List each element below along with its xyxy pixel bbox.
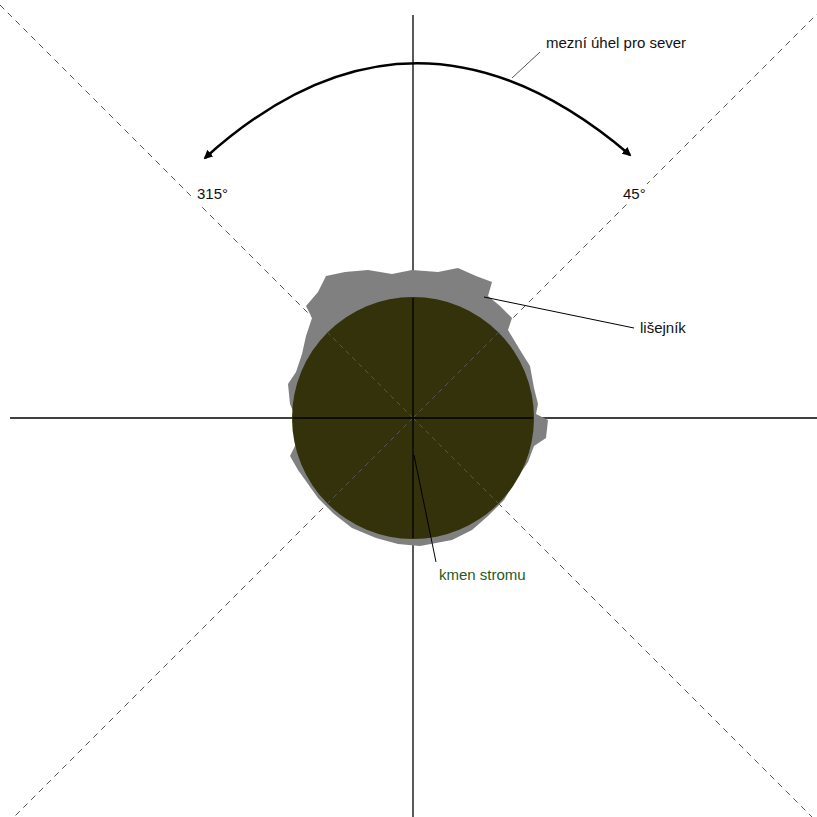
angle-value: 315° <box>194 184 231 204</box>
lichen-patch <box>288 268 548 546</box>
angle-caption: mezní úhel pro sever <box>543 33 689 53</box>
north-angle-arc <box>205 63 630 158</box>
limit-line-over-trunk <box>413 331 500 418</box>
leader-line <box>512 52 540 78</box>
east-west-axis <box>10 417 817 418</box>
angle-value: 45° <box>620 184 649 204</box>
axis-over-trunk <box>293 417 533 418</box>
leader-line <box>484 297 634 328</box>
part-label: lišejník <box>637 318 689 338</box>
limit-line-over-trunk <box>326 418 413 505</box>
limit-line-over-trunk <box>413 418 500 505</box>
limit-line-over-trunk <box>326 331 413 418</box>
limit-line <box>0 5 812 817</box>
tree-trunk <box>292 297 534 539</box>
leader-line <box>414 455 436 562</box>
part-label: kmen stromu <box>436 565 529 585</box>
north-south-axis <box>412 15 413 817</box>
